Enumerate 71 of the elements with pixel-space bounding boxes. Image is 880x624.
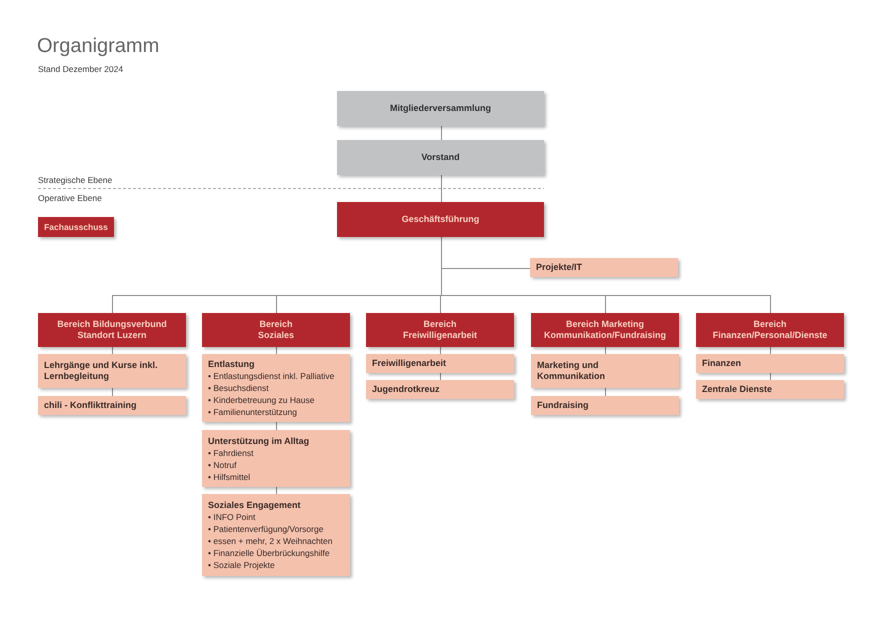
level-label: Strategische Ebene — [38, 175, 112, 186]
unit-box — [202, 354, 350, 422]
unit-box — [531, 354, 679, 388]
department-header-box — [38, 313, 186, 347]
box-label: Geschäftsführung — [402, 214, 480, 225]
bullet-item: • essen + mehr, 2 x Weihnachten — [208, 535, 334, 547]
connector-line — [441, 174, 442, 202]
connector-line — [605, 388, 606, 396]
box-label: Vorstand — [421, 152, 460, 163]
department-header-box — [696, 313, 844, 347]
unit-box — [202, 494, 350, 576]
section-heading: Entlastung — [208, 358, 256, 370]
governance-box — [337, 91, 544, 126]
connector-line — [441, 126, 442, 140]
unit-box — [696, 354, 844, 373]
bullet-item: • Patientenverfügung/Vorsorge — [208, 523, 324, 535]
unit-box — [202, 430, 350, 487]
bullet-item: • Familienunterstützung — [208, 406, 298, 418]
section-heading: Soziales Engagement — [208, 499, 302, 511]
unit-box — [38, 396, 186, 415]
box-label: Projekte/IT — [536, 262, 584, 273]
bullet-item: • Notruf — [208, 458, 238, 470]
box-label: Bereich Freiwilligenarbeit — [402, 319, 478, 341]
unit-box — [696, 380, 844, 399]
unit-box — [531, 396, 679, 415]
unit-box — [366, 380, 514, 399]
level-label: Operative Ebene — [38, 193, 102, 204]
department-header-box — [202, 313, 350, 347]
box-label: Bereich Finanzen/Personal/Dienste — [712, 319, 828, 341]
connector-line — [605, 346, 606, 354]
connector-line — [112, 346, 113, 354]
committee-box — [38, 217, 114, 237]
box-label: Marketing und Kommunikation — [537, 360, 606, 382]
connector-line — [770, 346, 771, 354]
department-header-box — [366, 313, 514, 347]
bullet-item: • Finanzielle Überbrückungshilfe — [208, 547, 331, 559]
unit-box — [38, 354, 186, 388]
bullet-item: • Hilfsmittel — [208, 470, 252, 482]
box-label: Bereich Bildungsverbund Standort Luzern — [56, 319, 168, 341]
date-note: Stand Dezember 2024 — [38, 64, 124, 75]
connector-line — [770, 372, 771, 380]
bullet-item: • Soziale Projekte — [208, 559, 276, 571]
unit-box — [530, 258, 678, 277]
connector-line — [276, 422, 277, 430]
page-title: Organigramm — [37, 34, 160, 58]
box-label: Mitgliederversammlung — [390, 103, 492, 114]
box-label: Zentrale Dienste — [702, 384, 774, 395]
box-label: Fundraising — [537, 400, 590, 411]
box-label: Bereich Soziales — [256, 319, 296, 341]
connector-line — [440, 372, 441, 380]
unit-box — [366, 354, 514, 373]
box-label: Lehrgänge und Kurse inkl. Lernbegleitung — [44, 360, 159, 382]
box-label: Bereich Marketing Kommunikation/Fundraising — [542, 319, 667, 341]
bullet-item: • INFO Point — [208, 511, 256, 523]
connector-line — [276, 346, 277, 354]
box-label: chili - Konflikttraining — [44, 400, 138, 411]
bullet-item: • Entlastungsdienst inkl. Palliative — [208, 370, 336, 382]
management-box — [337, 202, 544, 237]
section-heading: Unterstützung im Alltag — [208, 434, 310, 446]
bullet-item: • Kinderbetreuung zu Hause — [208, 394, 316, 406]
box-label: Freiwilligenarbeit — [372, 358, 448, 369]
governance-box — [337, 140, 544, 175]
box-label: Jugendrotkreuz — [372, 384, 441, 395]
bullet-item: • Fahrdienst — [208, 446, 254, 458]
department-header-box — [531, 313, 679, 347]
connector-line — [112, 388, 113, 396]
box-label: Fachausschuss — [44, 222, 108, 232]
connector-line — [440, 346, 441, 354]
box-label: Finanzen — [702, 358, 742, 369]
bullet-item: • Besuchsdienst — [208, 382, 270, 394]
connector-line — [276, 486, 277, 494]
